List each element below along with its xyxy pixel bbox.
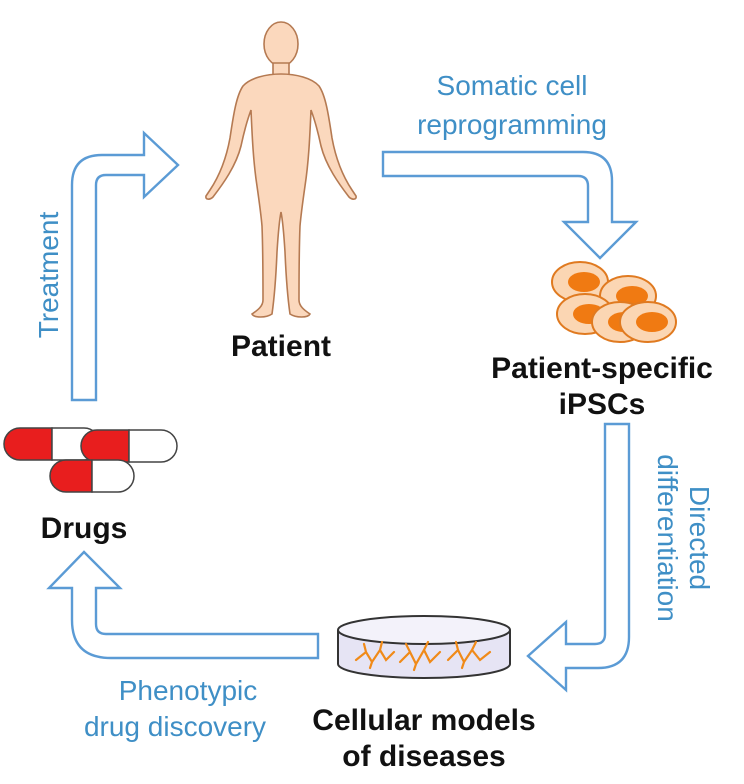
arrow-treatment xyxy=(70,130,180,402)
models-label-2: of diseases xyxy=(342,740,505,773)
step-discovery-label-1: Phenotypic xyxy=(119,675,258,706)
step-reprogramming-label-1: Somatic cell xyxy=(437,70,588,101)
capsule-pills-icon xyxy=(3,427,178,493)
step-differentiation-label-1: Directed xyxy=(684,486,715,590)
drugs-label: Drugs xyxy=(41,512,128,545)
petri-dish-rim xyxy=(337,615,511,645)
capsule-pill xyxy=(80,429,178,463)
capsule-pill xyxy=(49,459,135,493)
neuron-cells xyxy=(354,640,492,672)
step-treatment-label: Treatment xyxy=(33,212,64,339)
step-reprogramming-label-2: reprogramming xyxy=(417,109,607,140)
neuron-cell xyxy=(446,640,492,670)
arrow-differentiation xyxy=(526,422,631,693)
petri-dish-icon xyxy=(337,615,511,679)
patient-label: Patient xyxy=(231,330,331,363)
arrow-discovery xyxy=(46,550,320,660)
step-discovery-label-2: drug discovery xyxy=(84,711,266,742)
ipsc-label-1: Patient-specific xyxy=(491,352,713,385)
models-label-1: Cellular models xyxy=(312,704,535,737)
ipsc-label-2: iPSCs xyxy=(559,388,646,421)
step-differentiation-label: Directed differentiation xyxy=(652,454,715,622)
ipsc-cell xyxy=(619,301,677,343)
human-figure-icon xyxy=(205,21,357,318)
human-figure-body xyxy=(205,21,357,318)
cell-cluster-icon xyxy=(551,261,677,343)
neuron-cell xyxy=(354,640,396,670)
step-differentiation-label-2: differentiation xyxy=(652,454,683,622)
neuron-cell xyxy=(398,640,442,672)
arrow-reprogramming xyxy=(381,150,639,260)
